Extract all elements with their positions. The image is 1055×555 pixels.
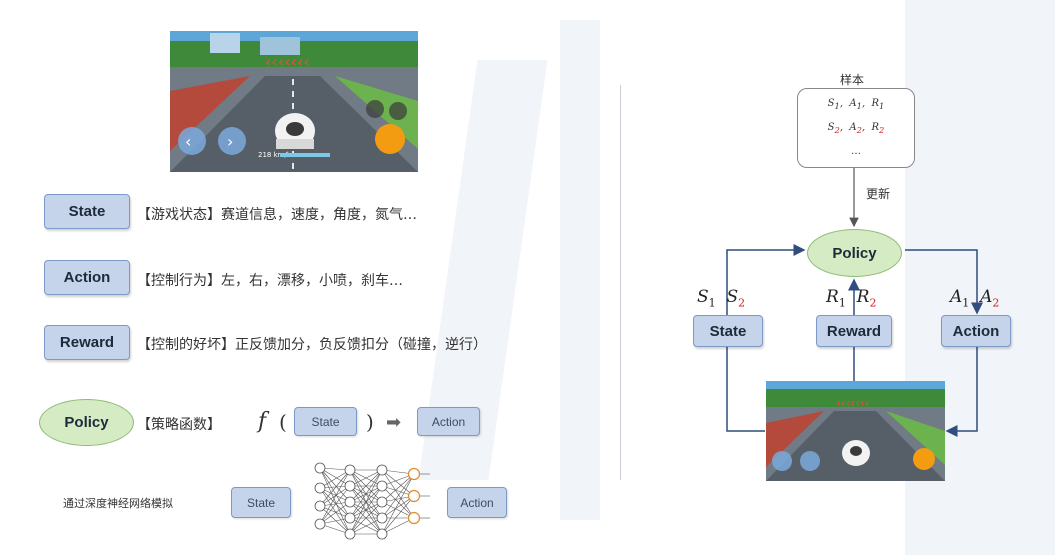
- sample-title: 样本: [840, 73, 865, 87]
- nn-input-label: State: [246, 495, 276, 510]
- rl-environment-screenshot: ‹‹‹‹‹‹‹: [766, 381, 945, 481]
- sample-box: S1, A1, R1 S2, A2, R2 …: [797, 88, 915, 168]
- svg-text:‹‹‹‹‹‹‹: ‹‹‹‹‹‹‹: [836, 396, 870, 410]
- speed-readout: 218 km/h: [258, 151, 291, 159]
- rl-action-box: Action: [941, 315, 1011, 347]
- neural-network-diagram: [314, 462, 430, 540]
- rl-action-label: Action: [952, 322, 1000, 340]
- sample-row-1: S1, A1, R1: [827, 98, 885, 111]
- sample-row-2: S2, A2, R2: [827, 122, 885, 135]
- policy-description: 【策略函数】: [137, 417, 221, 433]
- background-stripe: [560, 20, 600, 520]
- update-label: 更新: [866, 187, 891, 201]
- state-box: State: [44, 194, 130, 229]
- state-description: 【游戏状态】赛道信息，速度，角度，氮气…: [137, 207, 417, 223]
- nn-caption: 通过深度神经网络模拟: [63, 497, 173, 510]
- state-variables: S1 S2: [697, 287, 746, 310]
- reward-box-label: Reward: [59, 334, 115, 351]
- nn-output-label: Action: [460, 495, 494, 510]
- policy-ellipse: Policy: [39, 399, 134, 446]
- rl-state-label: State: [709, 322, 747, 340]
- rl-policy-label: Policy: [832, 244, 877, 262]
- rl-state-box: State: [693, 315, 763, 347]
- rl-reward-box: Reward: [816, 315, 892, 347]
- svg-text:›: ›: [227, 132, 233, 151]
- action-description: 【控制行为】左，右，漂移，小喷，刹车…: [137, 273, 403, 289]
- action-box: Action: [44, 260, 130, 295]
- reward-variables: R1 R2: [826, 287, 877, 310]
- policy-arrow-icon: ➡: [386, 412, 402, 433]
- sample-ellipsis: …: [851, 146, 861, 157]
- policy-function-symbol: f: [258, 409, 267, 434]
- action-box-label: Action: [63, 269, 111, 286]
- reward-box: Reward: [44, 325, 130, 360]
- nn-output-action-box: Action: [447, 487, 507, 518]
- policy-input-state-box: State: [294, 407, 357, 436]
- policy-ellipse-label: Policy: [64, 414, 109, 431]
- action-variables: A1 A2: [950, 287, 1000, 310]
- policy-output-label: Action: [431, 414, 466, 429]
- policy-output-action-box: Action: [417, 407, 480, 436]
- game-screenshot: ‹‹‹‹‹‹‹ ‹ › 218 km/h: [170, 31, 418, 172]
- state-box-label: State: [68, 203, 106, 220]
- svg-text:‹: ‹: [185, 132, 191, 151]
- policy-input-label: State: [311, 414, 340, 429]
- policy-paren-open: (: [279, 410, 287, 434]
- nn-input-state-box: State: [231, 487, 291, 518]
- rl-reward-label: Reward: [826, 322, 882, 340]
- reward-description: 【控制的好坏】正反馈加分，负反馈扣分（碰撞，逆行）: [137, 337, 487, 353]
- panel-divider: [620, 85, 621, 480]
- policy-paren-close: ): [366, 410, 374, 434]
- rl-policy-ellipse: Policy: [807, 229, 902, 277]
- svg-text:‹‹‹‹‹‹‹: ‹‹‹‹‹‹‹: [265, 52, 310, 71]
